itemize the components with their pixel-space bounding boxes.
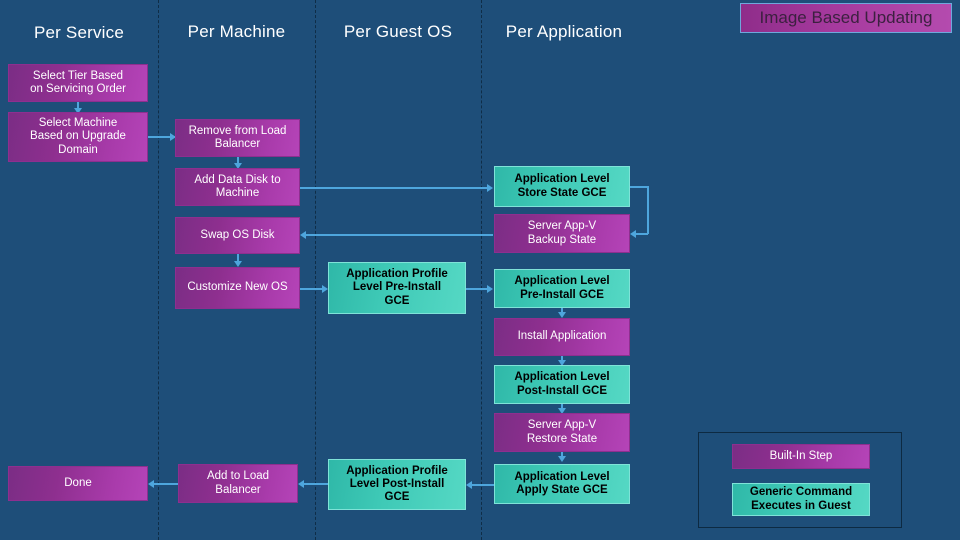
- arrowhead-right-remove-lb: [170, 133, 176, 141]
- arrowhead-left-profile-post: [466, 481, 472, 489]
- arrowhead-left-backup-state: [630, 230, 636, 238]
- node-swap-os-disk[interactable]: Swap OS Disk: [175, 217, 300, 254]
- node-done[interactable]: Done: [8, 466, 148, 501]
- connector-restore-state-to-apply-state: [561, 452, 563, 458]
- node-install-application[interactable]: Install Application: [494, 318, 630, 356]
- connector-customize-to-profile-pre: [300, 288, 324, 290]
- column-header-per-application: Per Application: [505, 22, 623, 41]
- column-divider-3: [481, 0, 482, 540]
- node-server-appv-backup-state[interactable]: Server App-V Backup State: [494, 214, 630, 253]
- arrowhead-right-level-pre: [487, 285, 493, 293]
- arrowhead-down-add-disk: [234, 163, 242, 169]
- arrowhead-left-add-lb: [298, 480, 304, 488]
- connector-select-tier-to-select-machine: [77, 102, 79, 110]
- connector-store-state-elbow-bottom: [634, 233, 648, 235]
- node-customize-new-os[interactable]: Customize New OS: [175, 267, 300, 309]
- arrowhead-down-install-app: [558, 312, 566, 318]
- connector-install-app-to-post-install: [561, 356, 563, 362]
- arrowhead-right-profile-pre: [322, 285, 328, 293]
- legend-container: [698, 432, 902, 528]
- connector-profile-pre-to-level-pre: [466, 288, 488, 290]
- connector-remove-lb-to-add-disk: [237, 157, 239, 165]
- node-add-to-load-balancer[interactable]: Add to Load Balancer: [178, 464, 298, 503]
- connector-store-state-elbow-vertical: [647, 186, 649, 234]
- connector-swap-disk-to-customize: [237, 254, 239, 263]
- column-header-per-machine: Per Machine: [187, 22, 286, 41]
- node-select-tier[interactable]: Select Tier Based on Servicing Order: [8, 64, 148, 102]
- arrowhead-down-select-machine: [74, 108, 82, 114]
- slide-title: Image Based Updating: [740, 3, 952, 33]
- legend-generic-command: Generic Command Executes in Guest: [732, 483, 870, 516]
- connector-backup-state-to-swap-disk: [304, 234, 493, 236]
- node-remove-from-load-balancer[interactable]: Remove from Load Balancer: [175, 119, 300, 157]
- node-app-level-post-install-gce[interactable]: Application Level Post-Install GCE: [494, 365, 630, 404]
- connector-level-pre-to-install-app: [561, 308, 563, 314]
- column-divider-2: [315, 0, 316, 540]
- node-app-profile-level-pre-install-gce[interactable]: Application Profile Level Pre-Install GC…: [328, 262, 466, 314]
- connector-add-lb-to-done: [152, 483, 178, 485]
- column-divider-1: [158, 0, 159, 540]
- arrowhead-left-done: [148, 480, 154, 488]
- node-app-profile-level-post-install-gce[interactable]: Application Profile Level Post-Install G…: [328, 459, 466, 510]
- node-add-data-disk[interactable]: Add Data Disk to Machine: [175, 168, 300, 206]
- legend-built-in-step: Built-In Step: [732, 444, 870, 469]
- arrowhead-right-store-state: [487, 184, 493, 192]
- node-app-level-apply-state-gce[interactable]: Application Level Apply State GCE: [494, 464, 630, 504]
- node-app-level-store-state-gce[interactable]: Application Level Store State GCE: [494, 166, 630, 207]
- connector-add-disk-to-store-state: [300, 187, 488, 189]
- column-header-per-service: Per Service: [33, 23, 125, 42]
- arrowhead-down-post-install: [558, 360, 566, 366]
- arrowhead-down-apply-state: [558, 456, 566, 462]
- node-select-machine[interactable]: Select Machine Based on Upgrade Domain: [8, 112, 148, 162]
- node-server-appv-restore-state[interactable]: Server App-V Restore State: [494, 413, 630, 452]
- arrowhead-left-swap-disk: [300, 231, 306, 239]
- connector-select-machine-to-remove-lb: [148, 136, 175, 138]
- node-app-level-pre-install-gce[interactable]: Application Level Pre-Install GCE: [494, 269, 630, 308]
- arrowhead-down-customize: [234, 261, 242, 267]
- arrowhead-down-restore-state: [558, 408, 566, 414]
- connector-apply-state-to-profile-post: [470, 484, 495, 486]
- connector-store-state-elbow-top: [630, 186, 648, 188]
- connector-post-install-to-restore-state: [561, 404, 563, 410]
- column-header-per-guest-os: Per Guest OS: [343, 22, 453, 41]
